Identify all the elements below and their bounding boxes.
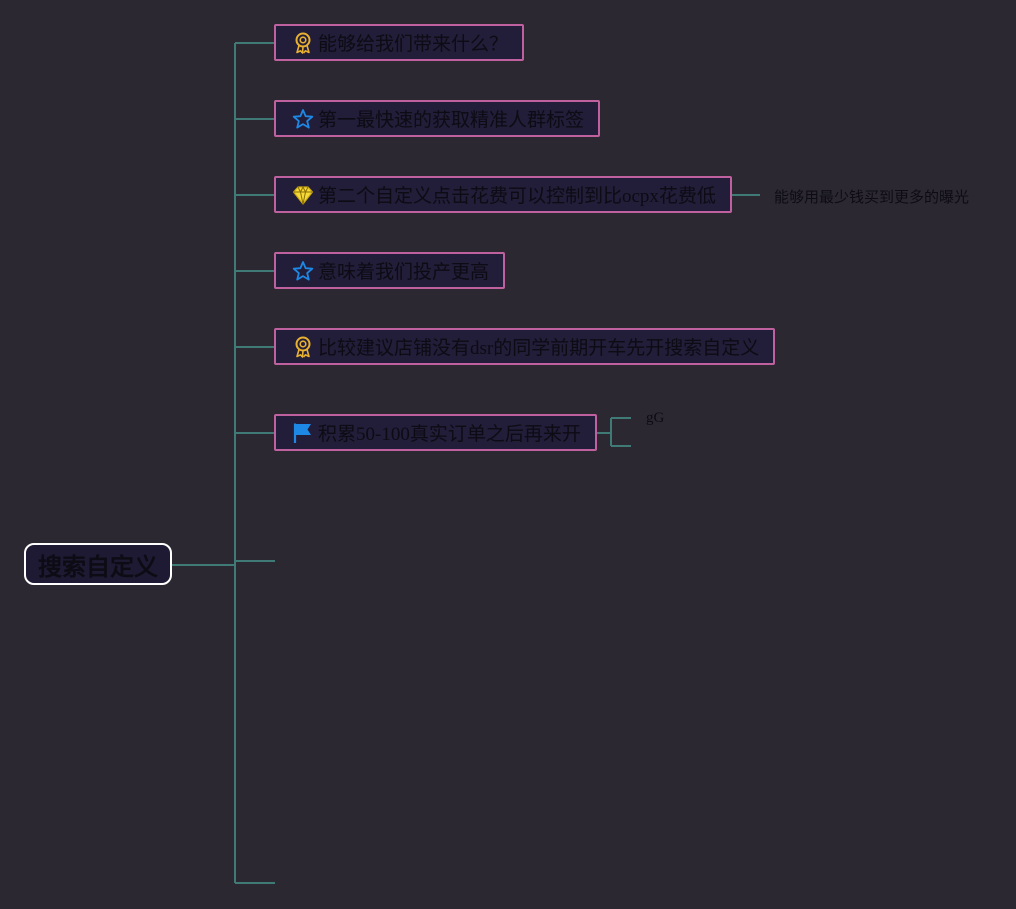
topic-recommendation-no-dsr[interactable]: 比较建议店铺没有dsr的同学前期开车先开搜索自定义 — [274, 328, 776, 365]
subtopic-orders-note[interactable]: gG — [646, 410, 665, 426]
root-topic-node[interactable]: 搜索自定义 — [24, 543, 172, 585]
topic-label: 第一最快速的获取精准人群标签 — [318, 110, 585, 131]
award-ribbon-icon — [292, 32, 314, 54]
topic-label: 意味着我们投产更高 — [318, 262, 490, 283]
award-ribbon-icon — [292, 336, 314, 358]
topic-label: 积累50-100真实订单之后再来开 — [318, 424, 581, 445]
star-outline-icon — [292, 260, 314, 282]
subtopic-cost-note[interactable]: 能够用最少钱买到更多的曝光 — [774, 190, 970, 206]
star-outline-icon — [292, 108, 314, 130]
topic-custom-click-cost[interactable]: 第二个自定义点击花费可以控制到比ocpx花费低 — [274, 176, 732, 213]
diamond-icon — [292, 184, 314, 206]
topic-precise-audience-tags[interactable]: 第一最快速的获取精准人群标签 — [274, 100, 601, 137]
root-topic-label: 搜索自定义 — [38, 553, 158, 581]
topic-accumulate-orders[interactable]: 积累50-100真实订单之后再来开 — [274, 414, 597, 451]
flag-icon — [292, 422, 314, 444]
topic-higher-roi[interactable]: 意味着我们投产更高 — [274, 252, 506, 289]
topic-label: 第二个自定义点击花费可以控制到比ocpx花费低 — [318, 186, 716, 207]
topic-label: 比较建议店铺没有dsr的同学前期开车先开搜索自定义 — [318, 338, 760, 359]
topic-label: 能够给我们带来什么？ — [318, 34, 509, 55]
topic-what-it-brings[interactable]: 能够给我们带来什么？ — [274, 24, 525, 61]
